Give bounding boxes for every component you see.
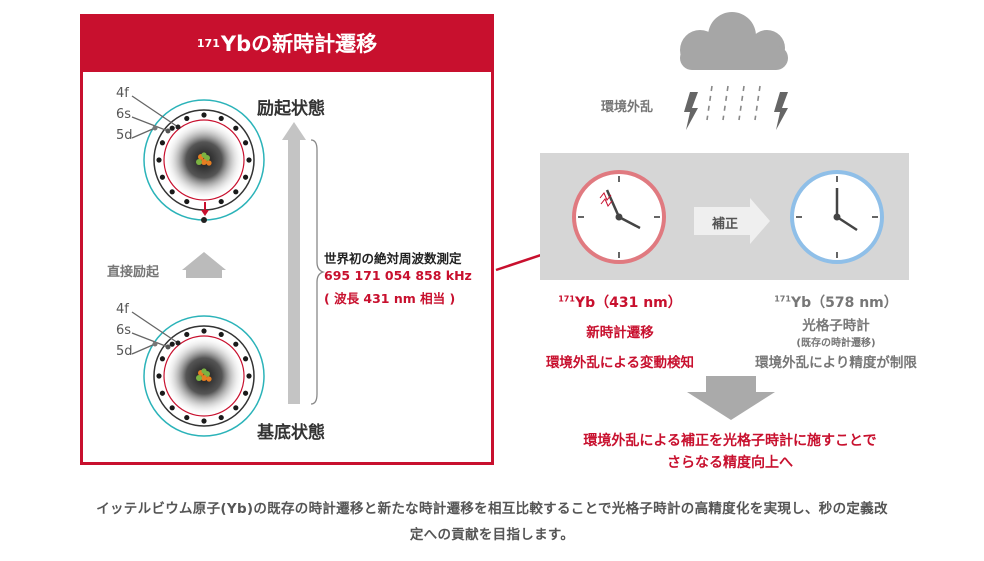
electron [218,115,224,122]
label-4f: 4f [116,86,129,101]
panel-title-sup: 171 [196,36,220,50]
caption: イッテルビウム原子(Yb)の既存の時計遷移と新たな時計遷移を相互比較することで光… [0,496,984,548]
electron [233,189,239,195]
electron [233,125,239,131]
transition-arrowhead [282,122,306,140]
left-clock-icon [572,170,666,264]
leader-4f [131,95,179,128]
label-6s: 6s [116,107,132,122]
electron [201,418,207,424]
electron [156,157,162,163]
electron [159,174,166,180]
panel-title-main: Ybの新時計遷移 [220,32,378,56]
electron [201,112,207,118]
leader-5d [131,127,156,139]
nucleus [196,368,212,382]
left-clock-line2: 新時計遷移 [586,325,654,341]
direct-excitation-arrow-body [186,270,222,278]
ground-state-label: 基底状態 [257,423,325,443]
excitation-arrowhead [201,210,209,216]
electron [156,373,162,379]
electron [233,341,239,347]
electron [246,373,252,379]
right-clock-line2: 光格子時計 [802,318,870,334]
orbit-5d-ring [143,315,265,437]
label-5d: 5d [116,344,133,359]
electron [218,331,224,338]
down-arrow-icon [687,376,775,420]
right-clock-line3: (既存の時計遷移) [796,338,876,349]
electron [184,198,190,205]
bracket [310,139,326,405]
electron [233,405,239,411]
measurement-frequency: 695 171 054 858 kHz [324,268,472,283]
excited-electron [201,217,207,223]
electrons [156,328,252,424]
direct-excitation-arrowhead [182,252,226,270]
orbit-6s-ring [153,325,255,427]
left-clock-name-text: Yb（431 nm） [574,295,682,311]
electron [169,405,175,411]
electron [169,189,175,195]
ground-atom [131,311,265,437]
left-clock-name: 171Yb（431 nm） [540,292,700,312]
electron [218,198,224,205]
direct-excitation-label: 直接励起 [107,265,160,280]
electrons [156,112,252,205]
right-clock-line4: 環境外乱により精度が制限 [755,355,917,371]
right-clock-sup: 171 [774,294,791,304]
nucleus [196,152,212,166]
electron [159,140,166,146]
electron [242,140,249,146]
leader-5d [131,343,156,355]
lightning-icon [684,92,698,130]
excited-state-label: 励起状態 [257,99,325,119]
leader-6s [131,332,169,348]
fluctuation-marks [599,192,613,207]
right-clock-name-text: Yb（578 nm） [790,295,898,311]
caption-line1: イッテルビウム原子(Yb)の既存の時計遷移と新たな時計遷移を相互比較することで光… [96,501,888,517]
electron [159,356,166,362]
correction-label: 補正 [712,217,739,232]
excited-atom [131,95,265,223]
label-6s: 6s [116,323,132,338]
lightning-icon [774,92,788,130]
leader-6s [131,116,169,132]
electron [184,115,190,122]
measurement-title: 世界初の絶対周波数測定 [324,251,462,266]
caption-line2: 定への貢献を目指します。 [409,527,575,543]
electron [159,390,166,396]
electron [242,356,249,362]
conclusion-line1: 環境外乱による補正を光格子時計に施すことで [583,433,877,449]
conclusion-line2: さらなる精度向上へ [667,455,793,471]
measurement-wavelength: ( 波長 431 nm 相当 ) [324,291,456,306]
electron [169,341,175,347]
electron [242,174,249,180]
right-clock-icon [790,170,884,264]
label-5d: 5d [116,128,133,143]
electron [184,331,190,338]
electron [169,125,175,131]
electron [218,414,224,421]
environment-label: 環境外乱 [601,100,654,115]
left-clock-line3: 環境外乱による変動検知 [545,355,695,371]
left-clock-sup: 171 [558,294,575,304]
electron [246,157,252,163]
storm-cloud-icon [680,12,788,130]
transition-arrow-shaft [288,138,300,404]
leader-4f [131,311,179,344]
right-clock-name: 171Yb（578 nm） [756,292,916,312]
correction-arrow-icon [694,198,770,244]
electron [201,328,207,334]
label-4f: 4f [116,302,129,317]
electron [242,390,249,396]
electron [184,414,190,421]
